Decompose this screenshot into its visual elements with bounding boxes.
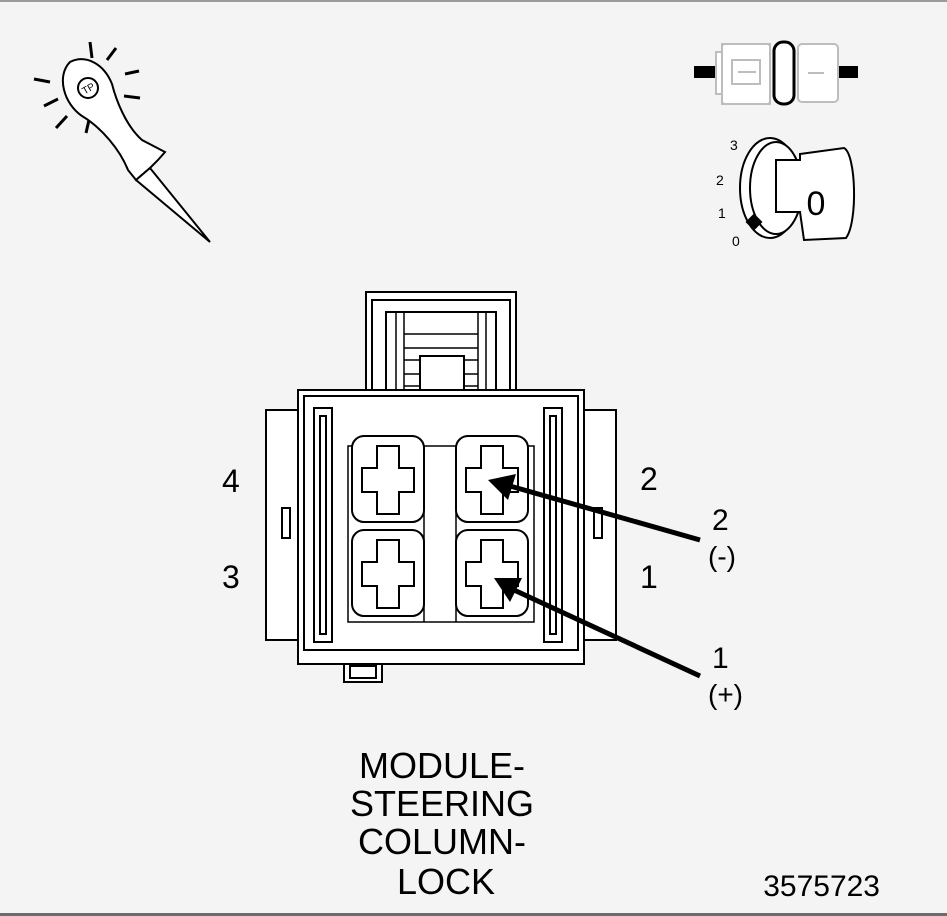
cavity-3 (351, 529, 425, 617)
callout-polarity-negative: (-) (708, 541, 736, 572)
figure-number: 3575723 (763, 870, 880, 903)
cavity-2 (455, 435, 529, 523)
key-position-label: 0 (807, 185, 826, 223)
callout-polarity-positive: (+) (708, 679, 743, 710)
cavity-label-3: 3 (222, 559, 240, 595)
cavity-label-4: 4 (222, 463, 240, 499)
title-line-2: STEERING (350, 783, 534, 824)
callout-pin-2: 2 (712, 504, 729, 537)
cavity-4 (351, 435, 425, 523)
component-title: MODULE- STEERING COLUMN- LOCK (350, 745, 534, 902)
title-line-3: COLUMN- (358, 821, 526, 862)
top-border (0, 0, 947, 2)
ignition-key-icon: 3 2 1 0 0 (716, 137, 856, 249)
title-line-1: MODULE- (359, 745, 525, 786)
cavity-label-1: 1 (640, 559, 658, 595)
cavity-1 (455, 529, 529, 617)
cavity-label-2: 2 (640, 461, 658, 497)
connector-housing (265, 291, 617, 683)
test-probe-icon: TP (33, 41, 211, 243)
ignition-position-1: 1 (718, 205, 726, 221)
ignition-position-3: 3 (730, 137, 738, 153)
callout-arrow-pin-2 (488, 474, 701, 543)
ignition-position-2: 2 (716, 172, 724, 188)
callout-arrow-pin-1 (494, 578, 702, 679)
callout-pin-1: 1 (712, 642, 729, 675)
bottom-border (0, 913, 947, 916)
ignition-position-0: 0 (732, 233, 740, 249)
title-line-4: LOCK (397, 861, 495, 902)
disconnected-connector-icon (694, 40, 858, 106)
